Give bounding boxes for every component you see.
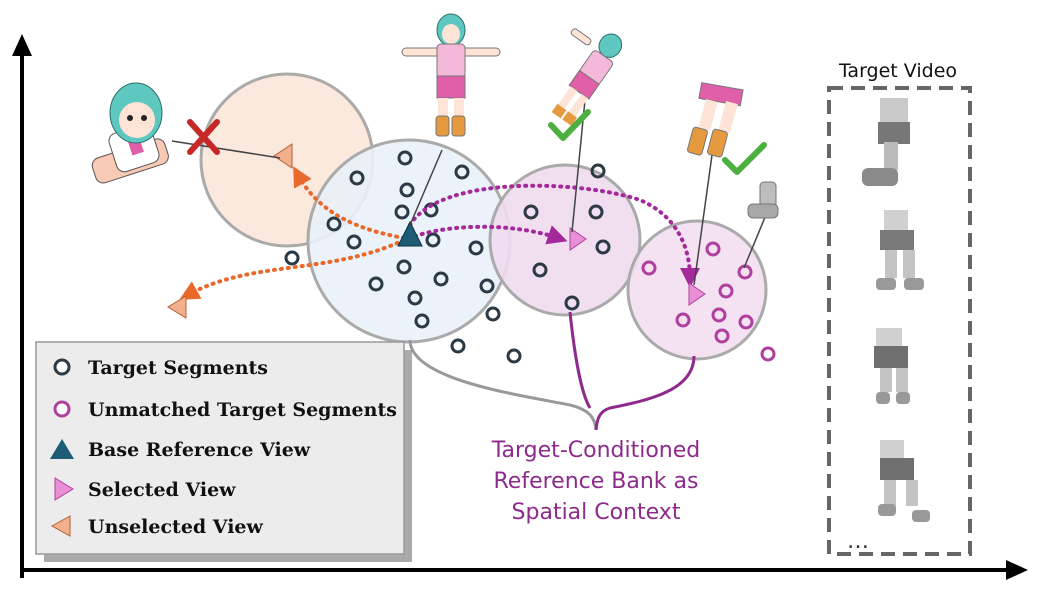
video-frame-1 xyxy=(862,98,910,186)
arrow-to-selected-1 xyxy=(413,224,568,245)
cross-icon xyxy=(187,119,220,155)
caption: Target-Conditioned Reference Bank as Spa… xyxy=(491,438,700,525)
target-video-ellipsis: … xyxy=(847,529,869,554)
unselected-view-triangle-2 xyxy=(167,295,187,319)
unmatched-segments xyxy=(641,241,776,362)
legend-label: Unselected View xyxy=(88,516,264,538)
target-segment xyxy=(595,239,611,255)
unselected-view-triangle-1 xyxy=(273,143,293,169)
target-segment xyxy=(454,164,470,180)
caption-line-3: Spatial Context xyxy=(512,500,681,525)
legend-label: Selected View xyxy=(88,479,236,501)
video-frame-4 xyxy=(878,440,930,522)
legend-item-selected-view: Selected View xyxy=(54,477,236,501)
target-segment xyxy=(468,240,484,256)
target-video-title: Target Video xyxy=(838,60,957,82)
arrows xyxy=(179,166,700,300)
reference-circles xyxy=(199,72,768,361)
unmatched-segment xyxy=(714,328,730,344)
target-segment xyxy=(588,204,604,220)
target-segment xyxy=(425,232,441,248)
character-left xyxy=(91,82,169,184)
target-segment xyxy=(485,306,501,322)
check-icon xyxy=(548,109,591,141)
target-segment xyxy=(349,170,365,186)
view-markers xyxy=(167,143,706,319)
video-frame-3 xyxy=(874,328,910,404)
character-top xyxy=(401,13,501,137)
target-segment xyxy=(590,163,606,179)
unmatched-segment xyxy=(705,241,721,257)
base-reference-triangle xyxy=(397,220,423,247)
target-segment xyxy=(414,313,430,329)
unmatched-segment xyxy=(718,283,734,299)
character-legs xyxy=(687,82,744,158)
unmatched-segment xyxy=(711,307,727,323)
unmatched-segment xyxy=(760,346,776,362)
brace xyxy=(408,311,696,431)
target-segment xyxy=(326,216,342,232)
legend: Target Segments Unmatched Target Segment… xyxy=(35,341,412,562)
target-video-panel: Target Video xyxy=(827,60,972,556)
x-axis-arrow-icon xyxy=(1006,560,1028,580)
target-segment xyxy=(368,276,384,292)
connector-lines xyxy=(171,99,769,286)
target-segment xyxy=(396,259,412,275)
target-segments xyxy=(284,150,611,364)
target-segment xyxy=(399,182,415,198)
target-segment xyxy=(397,150,413,166)
unmatched-segment xyxy=(675,312,691,328)
unmatched-segment xyxy=(738,314,754,330)
legend-item-base-reference: Base Reference View xyxy=(50,439,311,461)
target-segment xyxy=(407,290,423,306)
unmatched-segment xyxy=(641,260,657,276)
legend-label: Unmatched Target Segments xyxy=(88,399,397,421)
caption-line-1: Target-Conditioned xyxy=(491,438,700,463)
target-segment xyxy=(394,204,410,220)
check-icon xyxy=(722,142,767,175)
target-segment xyxy=(450,338,466,354)
legend-label: Target Segments xyxy=(88,357,268,379)
target-segment xyxy=(532,262,548,278)
target-segment xyxy=(346,234,362,250)
arrow-to-unselected-2 xyxy=(179,238,406,300)
video-frame-2 xyxy=(876,210,924,290)
legend-item-unmatched-segments: Unmatched Target Segments xyxy=(53,399,397,421)
target-segment xyxy=(284,250,300,266)
legend-label: Base Reference View xyxy=(88,439,311,461)
arrow-to-selected-2 xyxy=(408,183,700,288)
legend-item-target-segments: Target Segments xyxy=(53,357,268,379)
axes xyxy=(12,34,1028,580)
y-axis-arrow-icon xyxy=(12,34,32,56)
target-segment xyxy=(479,278,495,294)
caption-line-2: Reference Bank as xyxy=(494,469,699,494)
target-segment xyxy=(433,271,449,287)
selected-view-triangle-1 xyxy=(569,227,587,251)
selected-view-triangle-2 xyxy=(688,282,706,306)
boot-icon xyxy=(747,181,779,219)
target-segment xyxy=(564,295,580,311)
legend-item-unselected-view: Unselected View xyxy=(50,515,264,538)
target-segment xyxy=(523,204,539,220)
arrow-to-unselected-1 xyxy=(293,166,406,240)
character-tilted xyxy=(551,28,623,126)
target-segment xyxy=(506,348,522,364)
